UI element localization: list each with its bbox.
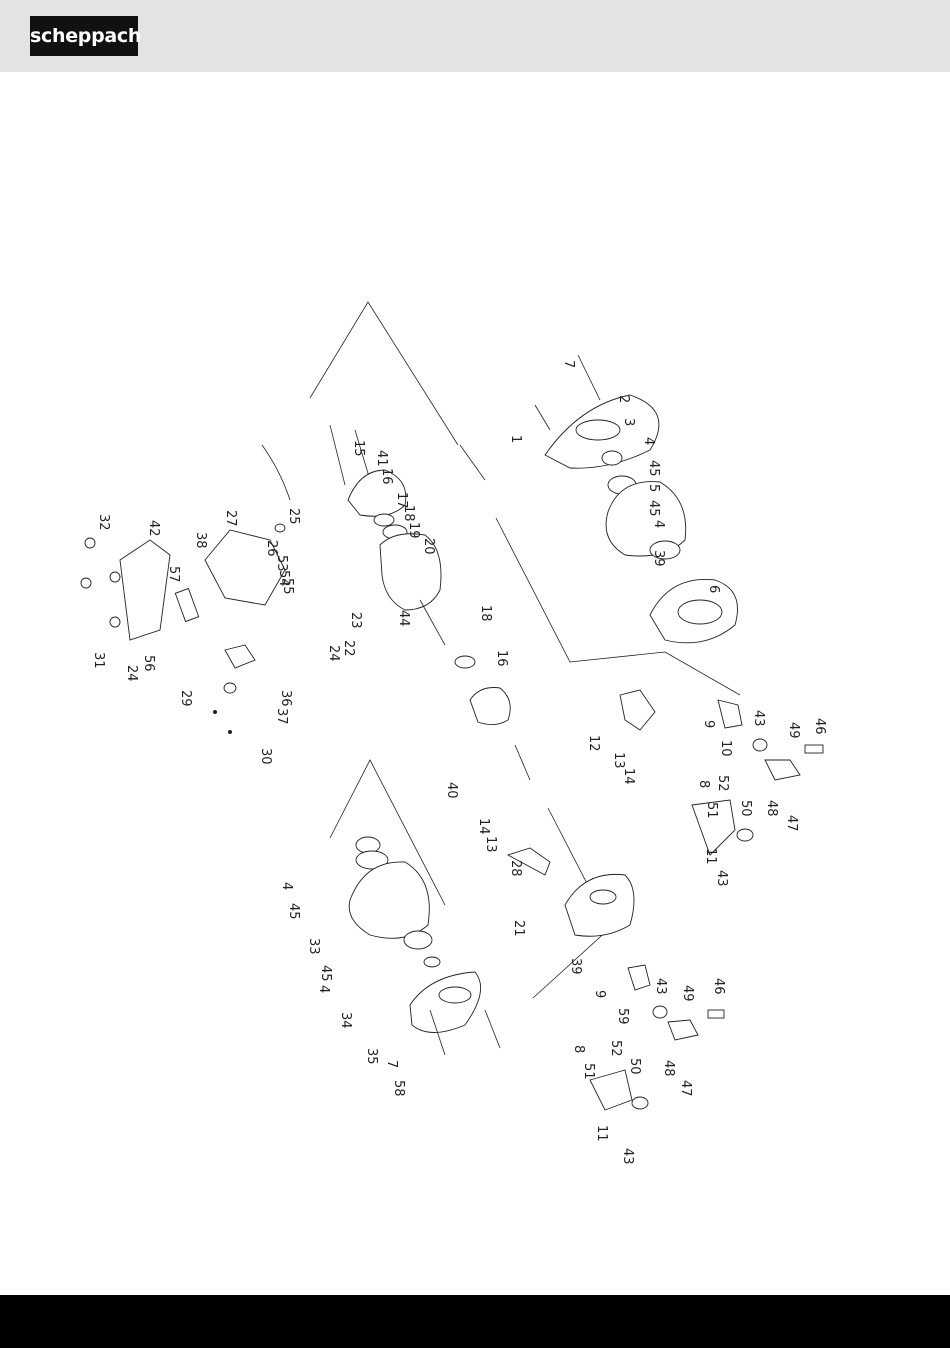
part-number-label: 55 [280,578,295,595]
part-number-label: 50 [627,1058,642,1075]
part-number-label: 9 [701,720,716,728]
part-number-label: 5 [646,484,661,492]
part-number-label: 28 [508,860,523,877]
part-number-label: 33 [306,938,321,955]
part-number-label: 45 [318,965,333,982]
part-number-label: 49 [680,985,695,1002]
page-footer [0,1295,950,1348]
part-number-label: 18 [478,605,493,622]
part-number-label: 9 [592,990,607,998]
left-lower-assembly [330,760,500,1055]
part-number-label: 16 [494,650,509,667]
part-number-label: 14 [476,818,491,835]
part-number-label: 50 [738,800,753,817]
brand-logo: scheppach [30,16,138,56]
part-number-label: 20 [421,538,436,555]
right-lower-assembly [508,808,724,1110]
part-number-label: 42 [146,520,161,537]
part-number-label: 22 [341,640,356,657]
part-number-label: 47 [784,815,799,832]
part-number-label: 4 [279,882,294,890]
part-number-label: 39 [651,550,666,567]
part-number-label: 4 [641,437,656,445]
part-number-label: 38 [193,532,208,549]
part-number-label: 25 [286,508,301,525]
part-number-label: 45 [646,460,661,477]
part-number-label: 27 [223,510,238,527]
part-number-label: 58 [391,1080,406,1097]
part-number-label: 14 [621,768,636,785]
part-number-label: 16 [379,468,394,485]
part-number-label: 18 [401,505,416,522]
part-labels: 1234455454396715411617181920442223242526… [91,360,827,1165]
part-number-label: 49 [786,722,801,739]
part-number-label: 2 [616,395,631,403]
part-number-label: 45 [646,500,661,517]
page-header: scheppach [0,0,950,72]
part-number-label: 6 [706,585,721,593]
part-number-label: 43 [653,978,668,995]
part-number-label: 4 [651,520,666,528]
part-number-label: 10 [718,740,733,757]
part-number-label: 48 [764,800,779,817]
part-number-label: 52 [715,775,730,792]
part-number-label: 19 [406,522,421,539]
part-number-label: 37 [274,708,289,725]
part-number-label: 30 [258,748,273,765]
part-number-label: 13 [611,752,626,769]
part-number-label: 56 [141,655,156,672]
part-number-label: 52 [608,1040,623,1057]
part-number-label: 41 [374,450,389,467]
part-number-label: 29 [178,690,193,707]
part-number-label: 51 [704,802,719,819]
part-number-label: 35 [364,1048,379,1065]
part-number-label: 59 [615,1008,630,1025]
part-number-label: 46 [711,978,726,995]
part-number-label: 11 [594,1125,609,1142]
right-upper-assembly [496,355,740,695]
part-number-label: 48 [661,1060,676,1077]
part-number-label: 46 [812,718,827,735]
part-number-label: 24 [326,645,341,662]
part-number-label: 7 [561,360,576,368]
part-number-label: 15 [351,440,366,457]
part-number-label: 44 [396,610,411,627]
part-number-label: 32 [96,514,111,531]
part-number-label: 13 [483,836,498,853]
part-number-label: 45 [286,903,301,920]
part-number-label: 43 [751,710,766,727]
part-number-label: 8 [696,780,711,788]
part-number-label: 57 [166,566,181,583]
exploded-parts-diagram: 1234455454396715411617181920442223242526… [0,72,950,1295]
part-number-label: 47 [678,1080,693,1097]
part-number-label: 21 [511,920,526,937]
part-number-label: 43 [714,870,729,887]
part-number-label: 8 [571,1045,586,1053]
motor-assembly [310,302,530,780]
part-number-label: 23 [348,612,363,629]
part-number-label: 36 [278,690,293,707]
part-number-label: 11 [703,848,718,865]
part-number-label: 34 [338,1012,353,1029]
part-number-label: 43 [620,1148,635,1165]
part-number-label: 24 [124,665,139,682]
part-number-label: 40 [444,782,459,799]
part-number-label: 1 [508,435,523,443]
part-number-label: 7 [384,1060,399,1068]
part-number-label: 4 [316,985,331,993]
part-number-label: 39 [568,958,583,975]
part-number-label: 51 [581,1063,596,1080]
part-number-label: 31 [91,652,106,669]
part-number-label: 3 [621,418,636,426]
part-number-label: 12 [586,735,601,752]
